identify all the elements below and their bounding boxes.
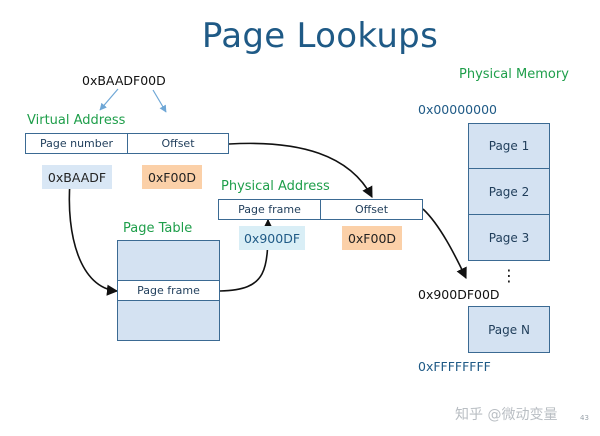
memory-page-1: Page 1 bbox=[468, 123, 550, 169]
memory-ellipsis: ⋮ bbox=[501, 266, 517, 285]
physical-memory-label: Physical Memory bbox=[459, 67, 569, 82]
memory-page-2: Page 2 bbox=[468, 168, 550, 215]
memory-start-address: 0x00000000 bbox=[418, 102, 497, 117]
page-table-top-block bbox=[117, 240, 220, 281]
memory-end-address: 0xFFFFFFFF bbox=[418, 359, 491, 374]
pa-offset-field: Offset bbox=[320, 199, 423, 220]
pa-frame-field: Page frame bbox=[218, 199, 321, 220]
va-page-number-field: Page number bbox=[25, 133, 128, 154]
page-table-label: Page Table bbox=[123, 221, 193, 236]
physical-address-label: Physical Address bbox=[221, 179, 330, 194]
va-offset-value: 0xF00D bbox=[142, 165, 202, 189]
pa-offset-value: 0xF00D bbox=[342, 226, 402, 250]
watermark: 知乎 @微动变量 bbox=[455, 407, 558, 423]
page-number-to-table-arrow bbox=[68, 181, 119, 296]
virtual-address-label: Virtual Address bbox=[27, 113, 126, 128]
page-table-frame-row: Page frame bbox=[117, 280, 220, 301]
page-table-bottom-block bbox=[117, 300, 220, 341]
memory-target-address: 0x900DF00D bbox=[418, 287, 500, 302]
memory-page-n: Page N bbox=[468, 306, 550, 353]
page-title: Page Lookups bbox=[201, 16, 439, 56]
va-offset-field: Offset bbox=[127, 133, 229, 154]
slide-number: 43 bbox=[580, 414, 589, 422]
offset-copy-arrow bbox=[228, 142, 373, 198]
physical-to-memory-arrow bbox=[422, 208, 467, 280]
va-to-offset-arrow bbox=[152, 89, 167, 113]
va-page-number-value: 0xBAADF bbox=[42, 165, 112, 189]
pa-frame-value: 0x900DF bbox=[239, 226, 305, 250]
va-to-page-number-arrow bbox=[99, 88, 119, 111]
virtual-address-value: 0xBAADF00D bbox=[82, 73, 166, 88]
memory-page-3: Page 3 bbox=[468, 214, 550, 261]
